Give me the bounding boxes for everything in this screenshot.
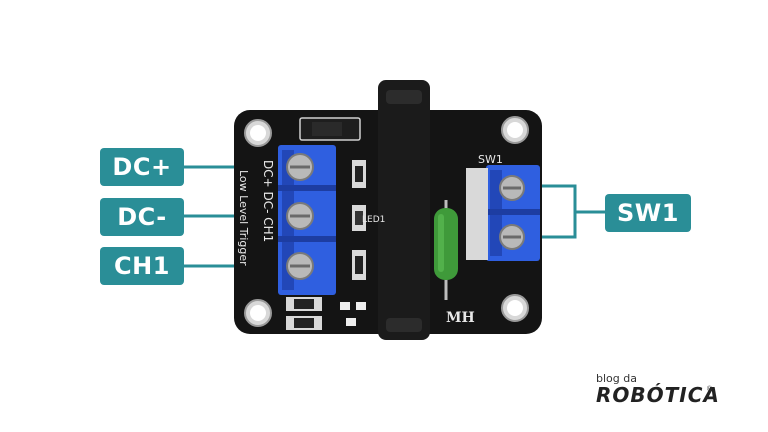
dc-plus-callout: DC+	[100, 148, 184, 186]
silk-mh-label: MH	[446, 310, 475, 326]
blog-da-robotica-watermark: blog da ROBÓTICA ®	[596, 372, 719, 408]
output-terminal-block	[466, 165, 540, 261]
solid-state-relay	[378, 80, 430, 340]
sw1-callout: SW1	[605, 194, 691, 232]
pcb-board: DC+ DC- CH1 Low Level Trigger SW1 LED1 M…	[234, 80, 542, 340]
watermark-top-text: blog da	[596, 372, 637, 385]
ch1-callout: CH1	[100, 247, 184, 285]
input-terminal-block	[278, 145, 336, 295]
silk-terminal-labels: DC+ DC- CH1	[261, 160, 275, 242]
silk-sw1-label: SW1	[478, 153, 503, 166]
silk-trigger-label: Low Level Trigger	[237, 170, 250, 266]
registered-mark: ®	[706, 386, 712, 393]
dc-minus-callout: DC-	[100, 198, 184, 236]
silk-led-label: LED1	[362, 215, 385, 225]
varistor	[434, 200, 458, 300]
watermark-brand-text: ROBÓTICA	[596, 383, 720, 407]
